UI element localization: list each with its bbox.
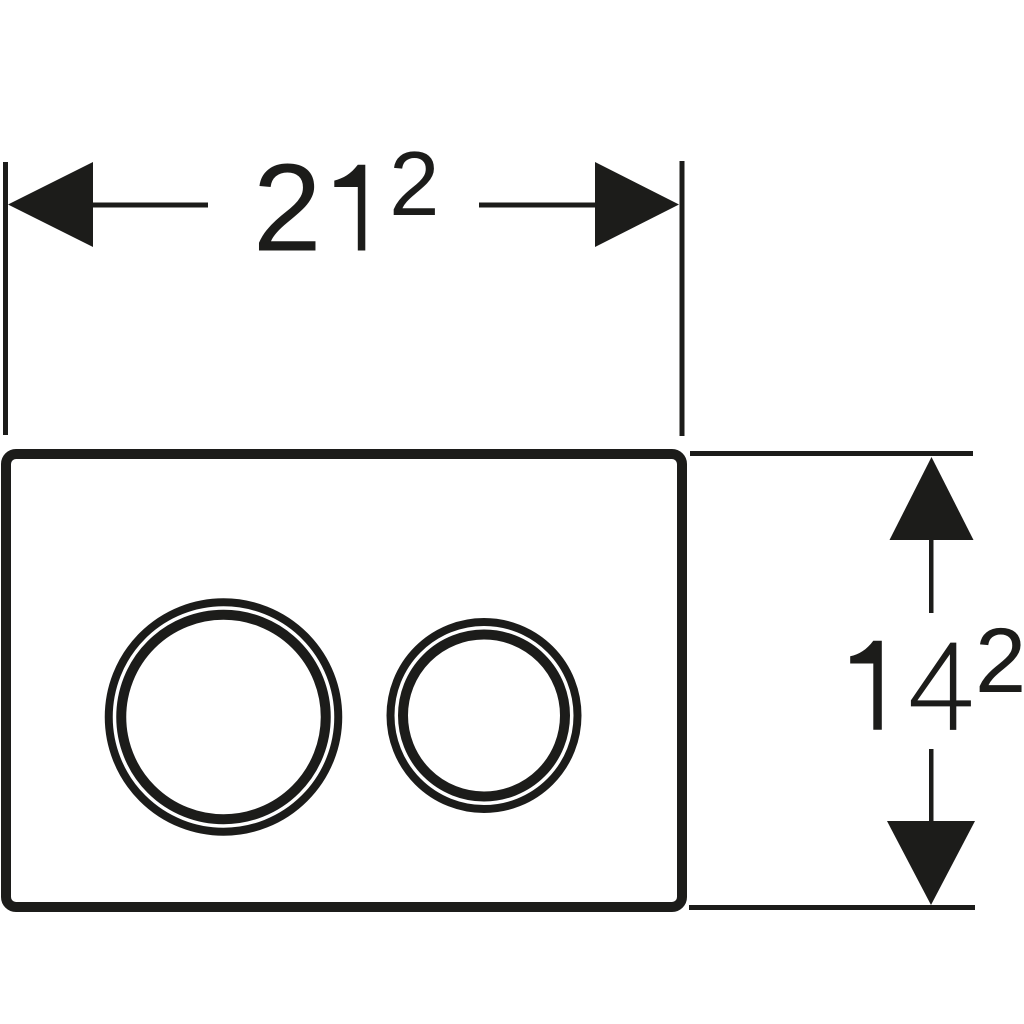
svg-text:2: 2 — [389, 134, 439, 235]
svg-text:2: 2 — [253, 140, 322, 278]
svg-text:2: 2 — [975, 610, 1024, 712]
